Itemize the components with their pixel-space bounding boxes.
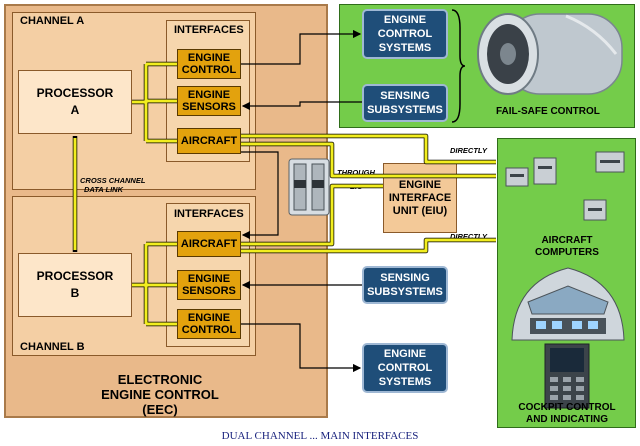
- through-label: THROUGH: [337, 168, 375, 177]
- eec-title-line3: (EEC): [142, 402, 178, 417]
- processor-b-line1: PROCESSOR: [36, 269, 114, 283]
- channel-a-label: CHANNEL A: [20, 15, 85, 27]
- directly-top-label: DIRECTLY: [450, 146, 487, 155]
- cockpit-panel-image: [544, 343, 590, 409]
- channel-b-interfaces-label: INTERFACES: [174, 208, 244, 220]
- sensing-subsystems-top: SENSING SUBSYSTEMS: [362, 84, 448, 122]
- fail-safe-label: FAIL-SAFE CONTROL: [496, 106, 600, 117]
- engine-control-b-line2: CONTROL: [181, 324, 237, 336]
- ecs-lower-line3: SYSTEMS: [378, 376, 432, 388]
- aircraft-a-label: AIRCRAFT: [180, 135, 238, 147]
- channel-a-engine-sensors: ENGINE SENSORS: [177, 86, 241, 116]
- engine-control-b-line1: ENGINE: [187, 312, 231, 324]
- engine-control-systems-lower: ENGINE CONTROL SYSTEMS: [362, 343, 448, 393]
- ecs-top-line3: SYSTEMS: [378, 42, 432, 54]
- directly-bottom-label: DIRECTLY: [450, 232, 487, 241]
- eec-title-line1: ELECTRONIC: [117, 372, 203, 387]
- cross-channel-line2: DATA LINK: [84, 185, 124, 194]
- eiu-line1: ENGINE: [398, 178, 442, 191]
- cockpit-image: [511, 267, 625, 341]
- aircraft-computers-image: [505, 151, 625, 221]
- ecs-top-line1: ENGINE: [383, 14, 427, 26]
- aircraft-computers-label: AIRCRAFT COMPUTERS: [500, 235, 634, 259]
- computers-line2: COMPUTERS: [535, 247, 599, 258]
- processor-a-line1: PROCESSOR: [36, 86, 114, 100]
- channel-b-engine-control: ENGINE CONTROL: [177, 309, 241, 339]
- processor-a-line2: A: [70, 103, 80, 117]
- ecs-lower-line2: CONTROL: [377, 362, 433, 374]
- engine-sensors-a-line2: SENSORS: [182, 101, 236, 113]
- engine-control-a-line1: ENGINE: [187, 52, 231, 64]
- eec-title-line2: ENGINE CONTROL: [101, 387, 219, 402]
- processor-b: PROCESSOR B: [18, 253, 132, 317]
- computers-line1: AIRCRAFT: [541, 235, 593, 246]
- engine-sensors-b-line1: ENGINE: [187, 273, 231, 285]
- cross-channel-label: CROSS CHANNEL DATA LINK: [80, 176, 145, 194]
- cross-channel-line1: CROSS CHANNEL: [80, 176, 146, 185]
- diagram-caption: DUAL CHANNEL ... MAIN INTERFACES: [221, 430, 419, 442]
- channel-a-engine-control: ENGINE CONTROL: [177, 49, 241, 79]
- channel-b-engine-sensors: ENGINE SENSORS: [177, 270, 241, 300]
- brace-shape: [451, 9, 466, 123]
- sensing-lower-line1: SENSING: [380, 272, 430, 284]
- engine-control-systems-top: ENGINE CONTROL SYSTEMS: [362, 9, 448, 59]
- cockpit-line2: AND INDICATING: [525, 414, 609, 425]
- engine-sensors-b-line2: SENSORS: [182, 285, 236, 297]
- cockpit-line1: COCKPIT CONTROL: [518, 402, 616, 413]
- engine-nacelle-image: [477, 13, 623, 95]
- channel-b-aircraft: AIRCRAFT: [177, 231, 241, 257]
- processor-a: PROCESSOR A: [18, 70, 132, 134]
- engine-control-a-line2: CONTROL: [181, 64, 237, 76]
- sensing-subsystems-lower: SENSING SUBSYSTEMS: [362, 266, 448, 304]
- channel-a-interfaces-label: INTERFACES: [174, 24, 244, 36]
- engine-sensors-a-line1: ENGINE: [187, 89, 231, 101]
- eiu-line2: INTERFACE: [388, 191, 452, 204]
- eiu-line3: UNIT (EIU): [392, 204, 448, 217]
- ecs-top-line2: CONTROL: [377, 28, 433, 40]
- sensing-lower-line2: SUBSYSTEMS: [367, 286, 443, 298]
- switch-connector-image: [288, 158, 330, 216]
- ecs-lower-line1: ENGINE: [383, 348, 427, 360]
- eec-title: ELECTRONIC ENGINE CONTROL (EEC): [60, 372, 260, 417]
- cockpit-label: COCKPIT CONTROL AND INDICATING: [500, 402, 634, 426]
- aircraft-b-label: AIRCRAFT: [180, 238, 238, 250]
- processor-b-line2: B: [70, 286, 80, 300]
- channel-b-label: CHANNEL B: [20, 341, 85, 353]
- channel-a-aircraft: AIRCRAFT: [177, 128, 241, 154]
- sensing-top-line2: SUBSYSTEMS: [367, 104, 443, 116]
- sensing-top-line1: SENSING: [380, 90, 430, 102]
